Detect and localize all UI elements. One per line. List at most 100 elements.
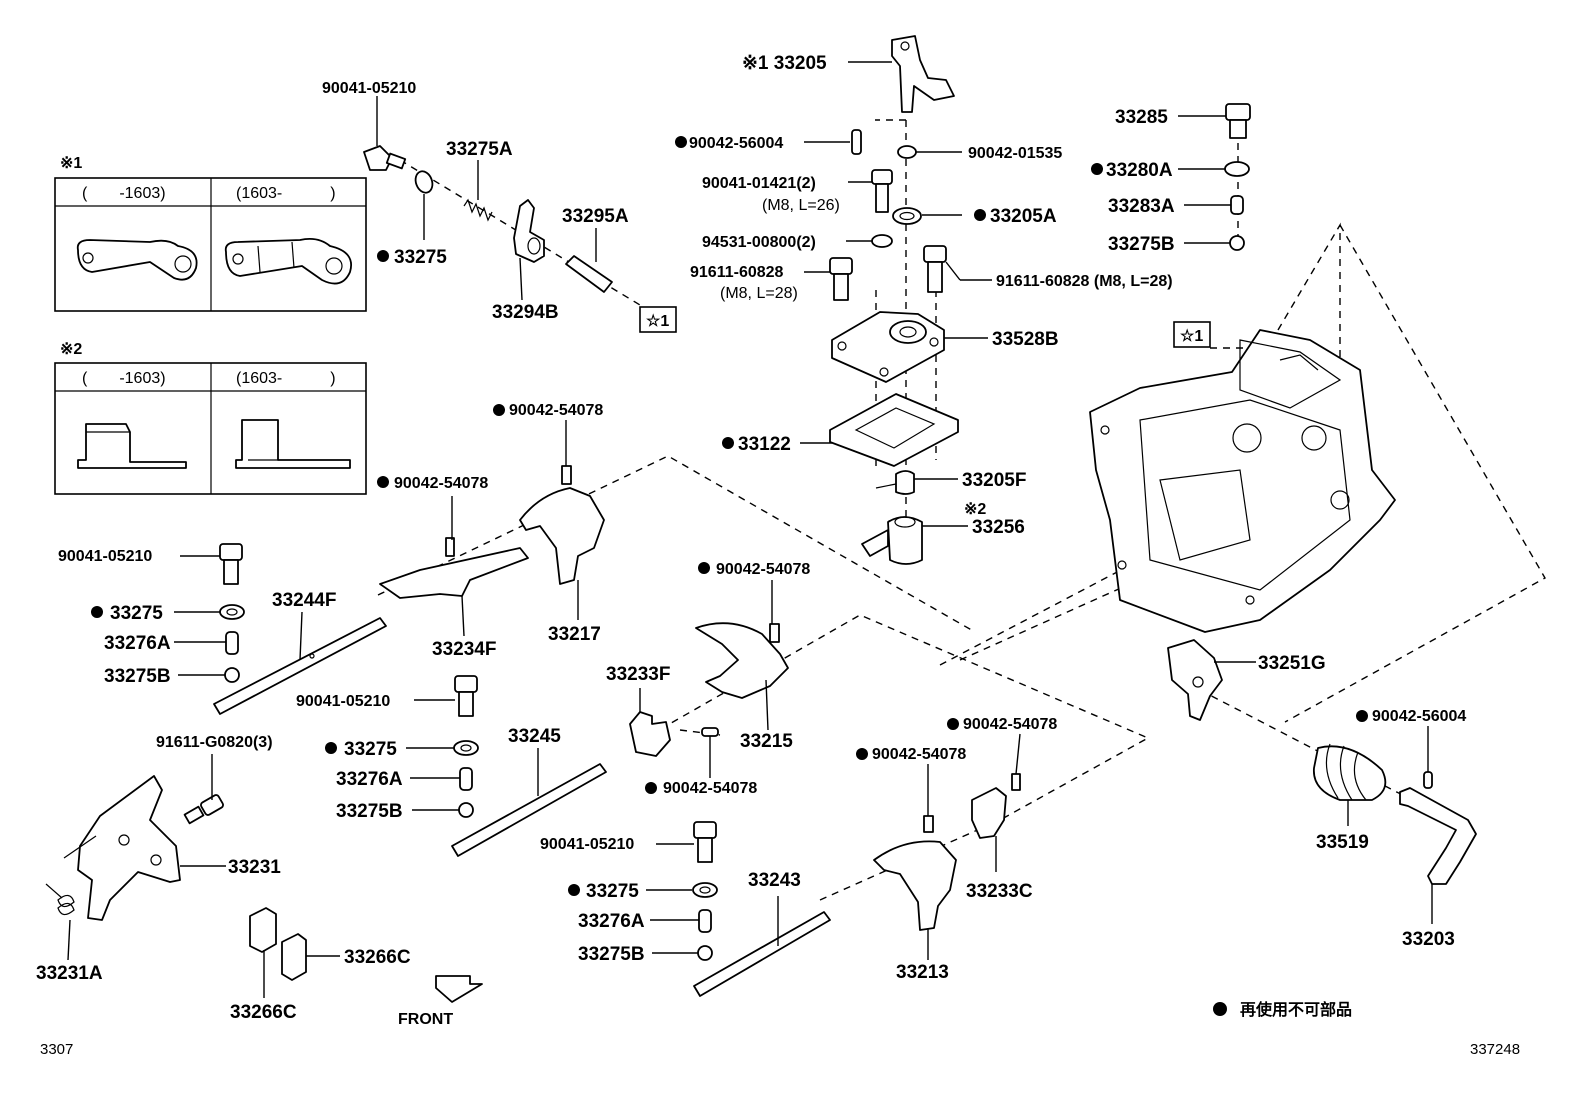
label-33285: 33285 (1115, 107, 1168, 128)
ref-star1-b: ☆1 (1180, 328, 1203, 345)
label-33266C-bottom: 33266C (230, 1002, 297, 1023)
transmission-case-icon (1089, 329, 1396, 633)
label-33203: 33203 (1402, 929, 1455, 950)
plug-33285-icon (1225, 103, 1251, 139)
ref-star1-box-a: ☆1 (639, 306, 677, 333)
bolt-90041-01421-icon (871, 169, 893, 213)
corner-id-right: 337248 (1470, 1041, 1520, 1058)
label-90042-54078-a: 90042-54078 (509, 402, 603, 419)
spring-33276A-b-icon (698, 909, 712, 933)
label-33231: 33231 (228, 857, 281, 878)
label-90042-56004-right: 90042-56004 (1372, 708, 1466, 725)
bolt-90041-05210-m-icon (454, 675, 478, 717)
head-33234F-icon (379, 537, 529, 599)
bolt-90041-05210-b-icon (693, 821, 717, 863)
fork-33217-icon (519, 465, 605, 585)
legend-dot-icon (1213, 1002, 1227, 1016)
label-91611-60828-left: 91611-60828 (690, 264, 784, 281)
oil-seal-33205A-icon (892, 207, 922, 225)
label-33233C: 33233C (966, 881, 1033, 902)
spring-33283A-icon (1230, 195, 1244, 215)
bracket-33231-icon (63, 775, 181, 921)
plate-33266C-b-icon (281, 933, 307, 981)
label-90042-54078-f: 90042-54078 (872, 746, 966, 763)
legend-text: 再使用不可部品 (1240, 1000, 1352, 1019)
label-33275-m: 33275 (344, 739, 397, 760)
part-labels: ※1 33205 90042-56004 90042-01535 90041-0… (36, 53, 1466, 1028)
label-33280A: 33280A (1106, 160, 1173, 181)
pin-90042-56004-right-icon (1423, 771, 1433, 789)
ball-33275B-b-icon (697, 945, 713, 961)
label-33283A: 33283A (1108, 196, 1175, 217)
label-90041-01421-spec: (M8, L=26) (762, 197, 840, 214)
inset-table-1: ※1 ( -1603) (1603- ) (54, 155, 367, 312)
label-33266C-right: 33266C (344, 947, 411, 968)
ref-star1-box-b: ☆1 (1173, 321, 1211, 348)
label-33234F: 33234F (432, 639, 496, 660)
lever-new-icon (224, 237, 352, 285)
label-90042-54078-b: 90042-54078 (394, 475, 488, 492)
bolt-91611-60828-left-icon (829, 257, 853, 301)
bolt-91611-G0820-icon (183, 794, 224, 825)
shaft-33245-icon (451, 763, 607, 857)
gasket-33280A-icon (1224, 161, 1250, 177)
ball-33275B-top-icon (1229, 235, 1245, 251)
shift-lever-33203-icon (1399, 787, 1477, 885)
inset-table-2: ※2 ( -1603) (1603- ) (54, 341, 367, 495)
fork-33213-icon (873, 815, 957, 931)
gasket-33122-icon (829, 393, 959, 467)
label-94531-00800: 94531-00800(2) (702, 234, 816, 251)
ball-33275B-l-icon (224, 667, 240, 683)
inset1-col-right: (1603- ) (236, 185, 336, 202)
boot-33519-icon (1313, 743, 1387, 801)
label-33233F: 33233F (606, 664, 670, 685)
label-33276A-l: 33276A (104, 633, 171, 654)
label-90041-05210-b: 90041-05210 (540, 836, 634, 853)
label-33275-b: 33275 (586, 881, 639, 902)
head-33233C-icon (971, 773, 1021, 839)
front-arrow-icon (435, 975, 483, 1003)
label-33205: ※1 33205 (742, 53, 827, 74)
inset2-mark: ※2 (60, 341, 82, 358)
label-90041-01421: 90041-01421(2) (702, 175, 816, 192)
label-90042-54078-c: 90042-54078 (716, 561, 810, 578)
bracket-33251G-icon (1167, 639, 1223, 721)
label-33275-l: 33275 (110, 603, 163, 624)
bolt-91611-60828-right-icon (923, 245, 947, 293)
plate-33266C-a-icon (249, 907, 277, 953)
label-90042-54078-d: 90042-54078 (663, 780, 757, 797)
label-33275B-b: 33275B (578, 944, 645, 965)
ref-star1-a: ☆1 (646, 313, 669, 330)
pin-90042-56004-icon (851, 129, 862, 155)
washer-94531-00800-icon (871, 234, 893, 248)
spring-33276A-l-icon (225, 631, 239, 655)
fork-33215-icon (695, 622, 789, 699)
lever-old-icon (76, 239, 198, 281)
label-90042-01535: 90042-01535 (968, 145, 1062, 162)
label-33519: 33519 (1316, 832, 1369, 853)
washer-90042-01535-icon (897, 145, 917, 159)
label-33243: 33243 (748, 870, 801, 891)
washer-33275-m-icon (453, 740, 479, 756)
corner-id-left: 3307 (40, 1041, 73, 1058)
label-33275A: 33275A (446, 139, 513, 160)
label-33244F: 33244F (272, 590, 336, 611)
label-33205F: 33205F (962, 470, 1026, 491)
washer-33275-b-icon (692, 882, 718, 898)
head-33233F-icon (629, 711, 671, 757)
label-33275-top: 33275 (394, 247, 447, 268)
label-33528B: 33528B (992, 329, 1059, 350)
plate-new-icon (235, 419, 351, 469)
inset1-col-left: ( -1603) (82, 185, 166, 202)
label-front: FRONT (398, 1011, 453, 1028)
ball-33275B-m-icon (458, 802, 474, 818)
legend: 再使用不可部品 (1213, 1000, 1352, 1019)
cover-33528B-icon (831, 311, 945, 383)
label-33275B-l: 33275B (104, 666, 171, 687)
label-33217: 33217 (548, 624, 601, 645)
label-91611-G0820: 91611-G0820(3) (156, 734, 273, 751)
bracket-33256-icon (861, 516, 923, 565)
lever-33294B-icon (513, 199, 545, 263)
label-33245: 33245 (508, 726, 561, 747)
